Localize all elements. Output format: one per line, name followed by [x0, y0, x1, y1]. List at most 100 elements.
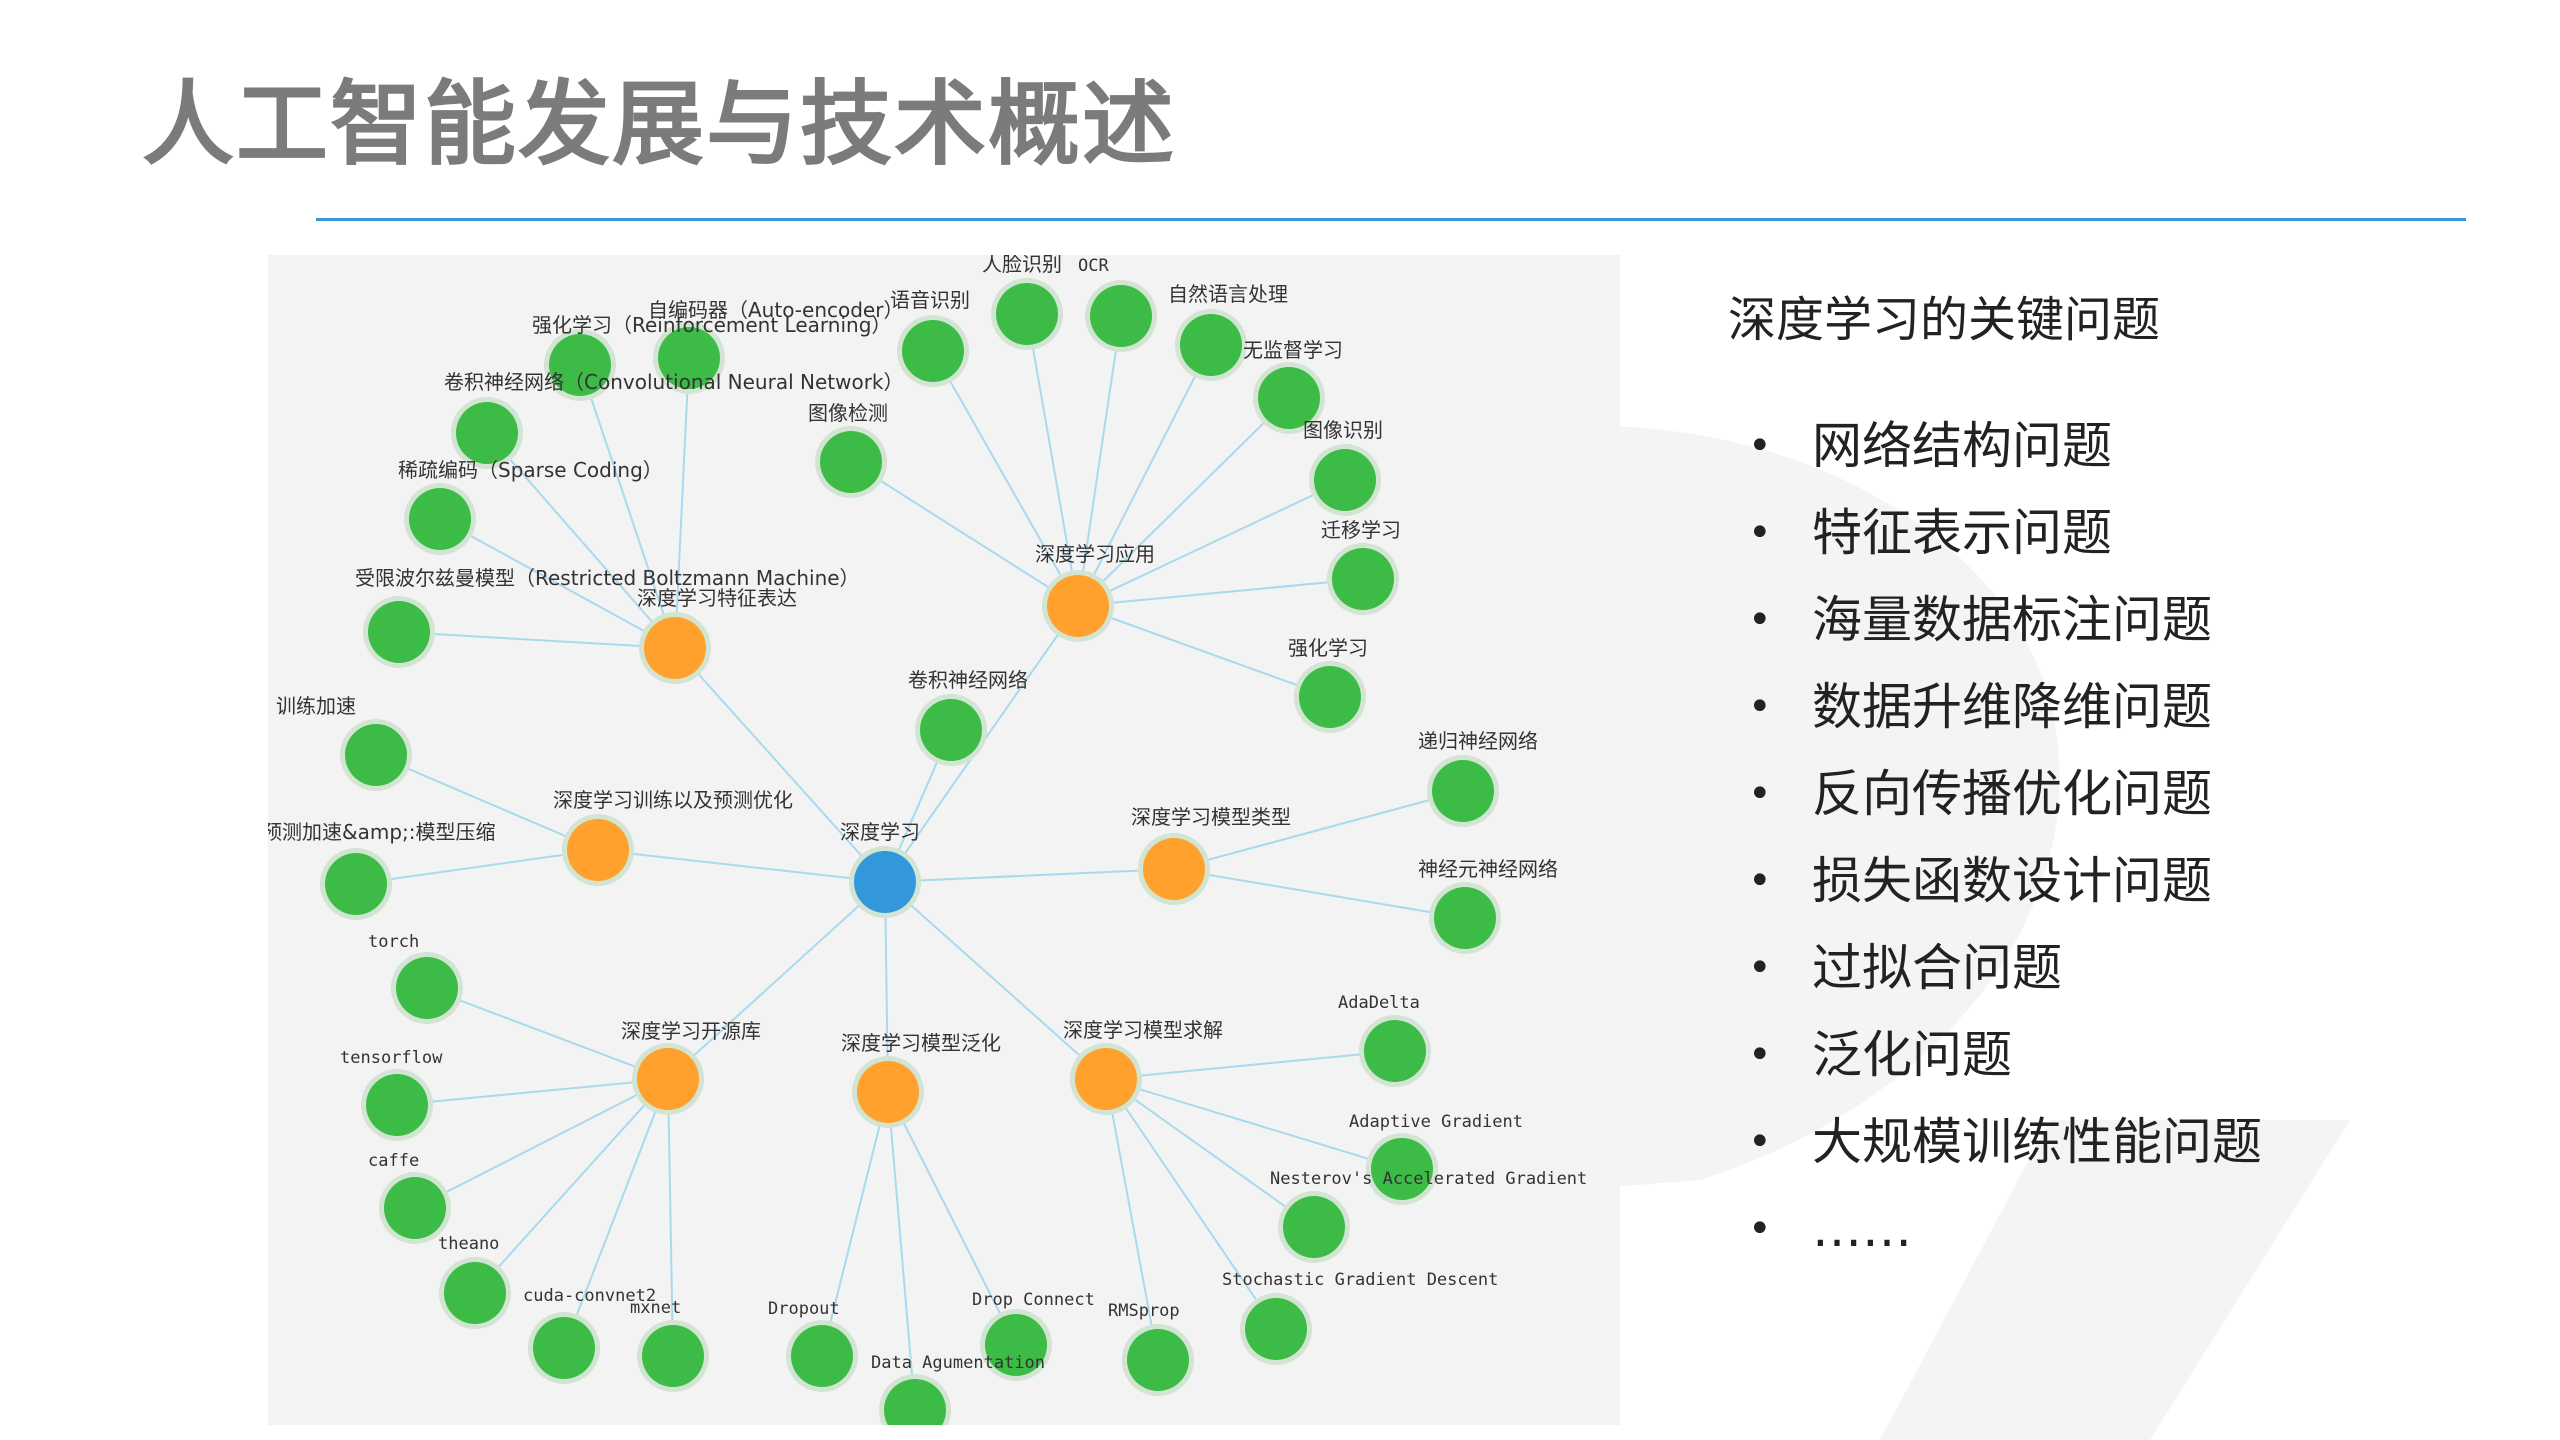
- node-label-oss: 深度学习开源库: [621, 1019, 761, 1043]
- leaf-node-a_ocr[interactable]: [1090, 285, 1152, 347]
- edge-feat-f_sc: [439, 518, 676, 649]
- leaf-node-y_neuron[interactable]: [1434, 887, 1496, 949]
- edge-feat-f_rl: [579, 364, 676, 649]
- leaf-node-g_dc[interactable]: [985, 1314, 1047, 1376]
- node-label-g_dropout: Dropout: [768, 1299, 840, 1319]
- node-label-o_cuda: cuda-convnet2: [523, 1286, 656, 1306]
- edge-feat-f_cnn: [486, 432, 676, 649]
- node-label-f_sc: 稀疏编码（Sparse Coding）: [398, 458, 663, 482]
- node-label-y_rnn: 递归神经网络: [1418, 729, 1538, 753]
- key-issue-item: •数据升维降维问题: [1748, 677, 2262, 764]
- leaf-node-s_adadelta[interactable]: [1364, 1020, 1426, 1082]
- category-node-oss[interactable]: [637, 1048, 699, 1110]
- node-label-train: 深度学习训练以及预测优化: [553, 788, 793, 812]
- leaf-node-o_theano[interactable]: [444, 1262, 506, 1324]
- leaf-node-a_unsup[interactable]: [1258, 367, 1320, 429]
- leaf-node-y_rnn[interactable]: [1432, 760, 1494, 822]
- leaf-node-f_sc[interactable]: [409, 488, 471, 550]
- edge-root-types: [884, 868, 1175, 883]
- title-divider: [316, 218, 2466, 221]
- leaf-node-a_det[interactable]: [820, 431, 882, 493]
- key-issue-item: •反向传播优化问题: [1748, 764, 2262, 851]
- node-label-a_face: 人脸识别: [982, 255, 1062, 276]
- node-label-f_rbm: 受限波尔兹曼模型（Restricted Boltzmann Machine）: [355, 566, 860, 590]
- node-label-o_mxnet: mxnet: [630, 1298, 681, 1318]
- node-label-s_sgd: Stochastic Gradient Descent: [1222, 1270, 1498, 1290]
- key-issue-item: •海量数据标注问题: [1748, 590, 2262, 677]
- edge-app-a_det: [850, 461, 1079, 607]
- edge-types-y_rnn: [1173, 790, 1464, 870]
- root-node-root[interactable]: [854, 851, 916, 913]
- slide-title: 人工智能发展与技术概述: [142, 71, 1177, 178]
- node-label-t_compress: 预测加速&amp;:模型压缩: [268, 820, 496, 844]
- node-label-a_ocr: OCR: [1078, 256, 1109, 276]
- leaf-node-o_tf[interactable]: [366, 1074, 428, 1136]
- node-label-a_det: 图像检测: [808, 401, 888, 425]
- leaf-node-s_nag[interactable]: [1283, 1196, 1345, 1258]
- category-node-gen[interactable]: [857, 1061, 919, 1123]
- key-issue-item: •损失函数设计问题: [1748, 851, 2262, 938]
- leaf-node-a_rl[interactable]: [1299, 666, 1361, 728]
- leaf-node-a_nlp[interactable]: [1180, 314, 1242, 376]
- category-node-types[interactable]: [1143, 838, 1205, 900]
- leaf-node-o_torch[interactable]: [396, 957, 458, 1019]
- leaf-node-t_speed[interactable]: [345, 724, 407, 786]
- edge-oss-o_mxnet: [667, 1078, 674, 1357]
- leaf-node-a_imgrec[interactable]: [1314, 449, 1376, 511]
- edge-root-solve: [884, 881, 1107, 1080]
- key-issue-item: •大规模训练性能问题: [1748, 1112, 2262, 1199]
- category-node-train[interactable]: [567, 819, 629, 881]
- key-issue-text: 海量数据标注问题: [1812, 591, 2212, 649]
- node-label-f_rl: 强化学习（Reinforcement Learning）: [532, 313, 891, 337]
- key-issue-item: •过拟合问题: [1748, 938, 2262, 1025]
- key-issue-text: 过拟合问题: [1812, 939, 2062, 997]
- node-label-s_nag: Nesterov's Accelerated Gradient: [1270, 1169, 1587, 1189]
- leaf-node-f_cnn[interactable]: [456, 402, 518, 464]
- edge-app-a_unsup: [1077, 397, 1290, 607]
- category-node-solve[interactable]: [1075, 1048, 1137, 1110]
- leaf-node-g_dropout[interactable]: [791, 1325, 853, 1387]
- key-issues-heading: 深度学习的关键问题: [1728, 292, 2161, 348]
- key-issue-text: 数据升维降维问题: [1812, 678, 2212, 736]
- leaf-node-a_speech[interactable]: [902, 320, 964, 382]
- bullet-icon: •: [1748, 771, 1772, 817]
- leaf-node-s_sgd[interactable]: [1245, 1298, 1307, 1360]
- leaf-node-f_ae[interactable]: [658, 327, 720, 389]
- leaf-node-o_cuda[interactable]: [533, 1317, 595, 1379]
- leaf-node-a_transfer[interactable]: [1332, 548, 1394, 610]
- network-diagram-panel: 深度学习深度学习特征表达深度学习应用深度学习训练以及预测优化深度学习模型类型深度…: [268, 255, 1620, 1425]
- node-label-feat: 深度学习特征表达: [637, 586, 797, 610]
- key-issue-text: 大规模训练性能问题: [1812, 1113, 2262, 1171]
- leaf-node-g_aug[interactable]: [884, 1379, 946, 1425]
- node-label-root: 深度学习: [840, 820, 920, 844]
- edge-solve-s_sgd: [1105, 1078, 1277, 1330]
- edge-gen-g_dropout: [821, 1091, 889, 1357]
- leaf-node-t_compress[interactable]: [325, 853, 387, 915]
- edge-gen-g_dc: [887, 1091, 1017, 1346]
- key-issue-text: 特征表示问题: [1812, 504, 2112, 562]
- leaf-node-s_adagrad[interactable]: [1371, 1138, 1433, 1200]
- edge-solve-s_adadelta: [1105, 1050, 1396, 1080]
- key-issue-item: •特征表示问题: [1748, 503, 2262, 590]
- leaf-node-o_mxnet[interactable]: [642, 1325, 704, 1387]
- edge-train-t_speed: [375, 754, 599, 851]
- edge-app-a_ocr: [1077, 315, 1122, 607]
- key-issue-item: •泛化问题: [1748, 1025, 2262, 1112]
- node-label-a_rl: 强化学习: [1288, 636, 1368, 660]
- node-label-t_speed: 训练加速: [276, 694, 356, 718]
- leaf-node-a_face[interactable]: [996, 283, 1058, 345]
- category-node-app[interactable]: [1047, 575, 1109, 637]
- category-node-feat[interactable]: [644, 617, 706, 679]
- leaf-node-s_rms[interactable]: [1127, 1329, 1189, 1391]
- node-label-a_nlp: 自然语言处理: [1168, 282, 1288, 306]
- bullet-icon: •: [1748, 1032, 1772, 1078]
- node-label-s_adagrad: Adaptive Gradient: [1349, 1112, 1523, 1132]
- key-issue-item: •网络结构问题: [1748, 416, 2262, 503]
- leaf-node-cnn_direct[interactable]: [920, 699, 982, 761]
- leaf-node-f_rl[interactable]: [549, 334, 611, 396]
- leaf-node-f_rbm[interactable]: [368, 601, 430, 663]
- edge-types-y_neuron: [1173, 868, 1466, 919]
- node-label-solve: 深度学习模型求解: [1063, 1018, 1223, 1042]
- leaf-node-o_caffe[interactable]: [384, 1177, 446, 1239]
- edge-oss-o_theano: [474, 1078, 669, 1294]
